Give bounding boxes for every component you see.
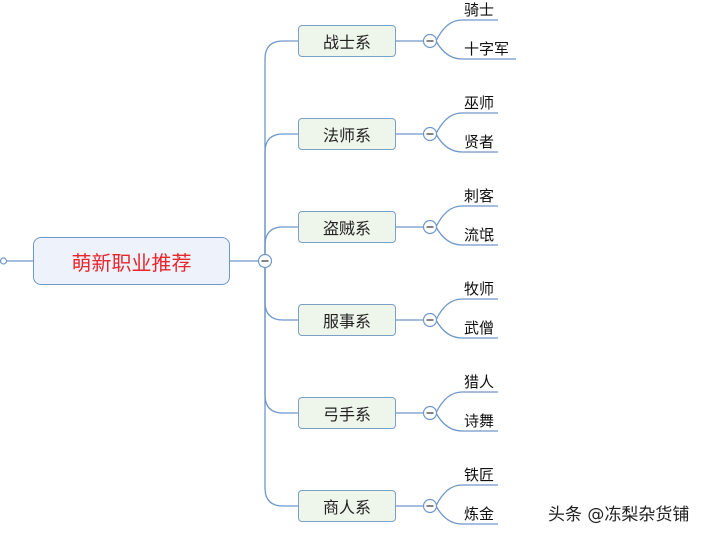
leaf-connector (435, 205, 498, 228)
watermark: 头条 @冻梨杂货铺 (548, 505, 690, 525)
leaf-node[interactable]: 十字军 (464, 40, 510, 58)
category-label: 法师系 (322, 126, 371, 145)
leaf-node[interactable]: 铁匠 (464, 466, 495, 484)
category-node-merchant[interactable]: 商人系 (298, 490, 396, 522)
category-label: 盗贼系 (322, 219, 371, 238)
leaf-connector (435, 505, 498, 525)
leaf-connector (435, 112, 498, 135)
category-connector (264, 261, 298, 414)
category-connector (264, 40, 298, 261)
category-node-warrior[interactable]: 战士系 (298, 25, 396, 57)
leaf-node[interactable]: 武僧 (464, 319, 495, 337)
leaf-connector (435, 319, 498, 339)
leaf-connector (435, 298, 498, 321)
leaf-node[interactable]: 牧师 (464, 280, 495, 298)
leaf-connector (435, 133, 498, 153)
leaf-connector (435, 226, 498, 246)
category-label: 战士系 (322, 33, 371, 52)
leaf-connector (435, 40, 516, 60)
leaf-node[interactable]: 骑士 (464, 1, 495, 19)
root-anchor-dot (0, 257, 8, 265)
leaf-node[interactable]: 巫师 (464, 94, 495, 112)
leaf-node[interactable]: 贤者 (464, 133, 495, 151)
collapse-toggle-icon[interactable] (422, 126, 438, 142)
leaf-connector (435, 484, 498, 507)
root-node-label: 萌新职业推荐 (71, 250, 192, 275)
collapse-toggle-icon[interactable] (422, 219, 438, 235)
category-label: 服事系 (322, 312, 371, 331)
category-node-mage[interactable]: 法师系 (298, 118, 396, 150)
root-node[interactable]: 萌新职业推荐 (33, 237, 230, 285)
leaf-node[interactable]: 炼金 (464, 505, 495, 523)
category-node-acolyte[interactable]: 服事系 (298, 304, 396, 336)
category-connector (264, 261, 298, 507)
category-node-archer[interactable]: 弓手系 (298, 397, 396, 429)
category-connector (264, 226, 298, 261)
category-connector (264, 133, 298, 261)
category-label: 弓手系 (322, 405, 371, 424)
category-node-thief[interactable]: 盗贼系 (298, 211, 396, 243)
collapse-toggle-icon[interactable] (257, 253, 273, 269)
collapse-toggle-icon[interactable] (422, 312, 438, 328)
category-label: 商人系 (322, 498, 371, 517)
leaf-connector (435, 391, 498, 414)
collapse-toggle-icon[interactable] (422, 498, 438, 514)
leaf-node[interactable]: 诗舞 (464, 412, 495, 430)
leaf-connector (435, 19, 498, 42)
leaf-connector (435, 412, 498, 432)
leaf-node[interactable]: 流氓 (464, 226, 495, 244)
category-connector (264, 261, 298, 321)
leaf-node[interactable]: 刺客 (464, 187, 495, 205)
collapse-toggle-icon[interactable] (422, 33, 438, 49)
collapse-toggle-icon[interactable] (422, 405, 438, 421)
leaf-node[interactable]: 猎人 (464, 373, 495, 391)
